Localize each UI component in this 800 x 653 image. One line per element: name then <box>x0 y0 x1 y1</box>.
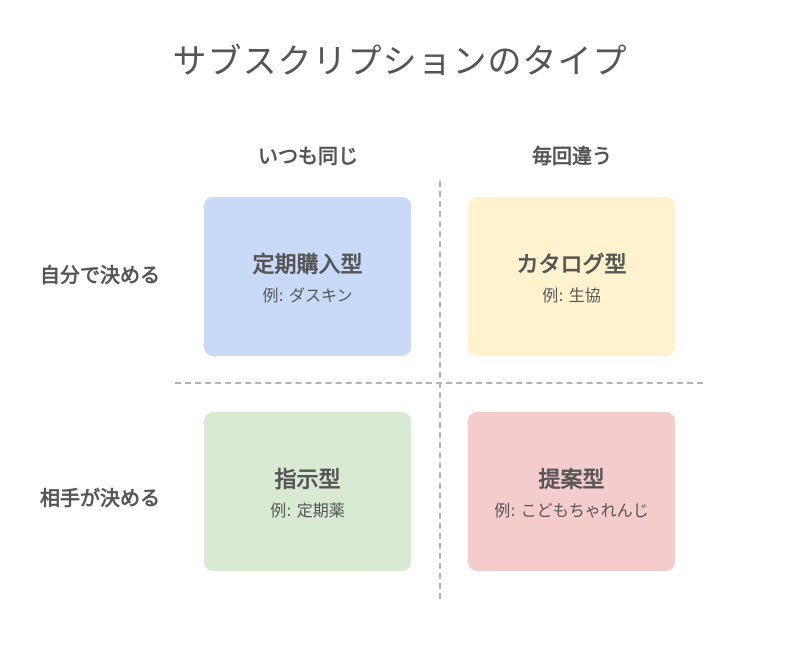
horizontal-divider <box>175 382 703 384</box>
card-catalog: カタログ型 例: 生協 <box>468 197 675 356</box>
card-subscription-purchase: 定期購入型 例: ダスキン <box>204 197 411 356</box>
card-proposal: 提案型 例: こどもちゃれんじ <box>468 412 675 571</box>
row-header-other-decides: 相手が決める <box>40 486 160 510</box>
card-example: 例: ダスキン <box>262 286 353 305</box>
card-title: 提案型 <box>538 468 605 493</box>
column-header-always-same: いつも同じ <box>258 144 358 168</box>
card-example: 例: 生協 <box>542 286 601 305</box>
column-header-different-each-time: 毎回違う <box>532 144 612 168</box>
vertical-divider <box>439 181 441 599</box>
card-instruction: 指示型 例: 定期薬 <box>204 412 411 571</box>
card-title: カタログ型 <box>516 253 627 278</box>
card-example: 例: こどもちゃれんじ <box>494 501 649 520</box>
row-header-self-decides: 自分で決める <box>40 263 160 287</box>
card-title: 定期購入型 <box>252 253 363 278</box>
card-example: 例: 定期薬 <box>270 501 345 520</box>
card-title: 指示型 <box>274 468 341 493</box>
page-title: サブスクリプションのタイプ <box>172 42 628 82</box>
